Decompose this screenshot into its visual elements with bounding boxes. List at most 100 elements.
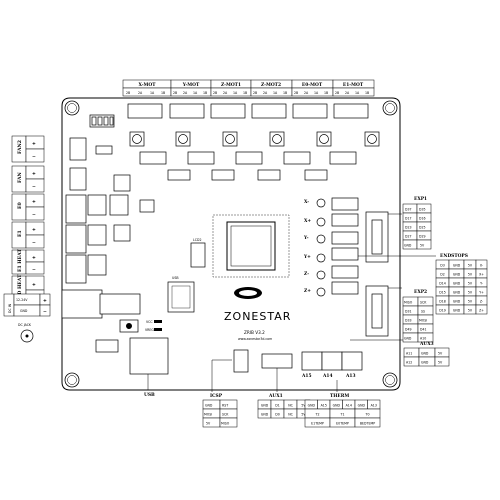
e1-mot-connector: [333, 103, 369, 119]
z-mot2-pin: 1A: [273, 91, 278, 95]
icsp-pin: MISO: [221, 422, 230, 426]
icsp-table: ICSP GND RST MOSI SCK 5V MISO: [202, 394, 238, 428]
exp1-pin: D16: [419, 217, 426, 221]
trimpot-knob: [367, 134, 377, 144]
trimpot-knob: [272, 134, 282, 144]
z-mot1-pin: 2A: [223, 91, 228, 95]
endstops-pin: GND: [453, 282, 461, 286]
exp2-pin: D41: [420, 328, 427, 332]
driver-trimpots: [129, 131, 380, 147]
exp1-pin: D35: [419, 208, 426, 212]
e1-heat-terminal: [65, 224, 87, 254]
lcd2-header: [190, 242, 206, 268]
endstops-pin: D2: [440, 273, 444, 277]
therm-connector: [301, 351, 323, 371]
endstops-pin: D14: [439, 282, 446, 286]
e1-heat-minus: −: [32, 268, 36, 273]
mounting-hole: [382, 100, 398, 116]
y-mot-pin: 2B: [173, 91, 177, 95]
exp1-pin: D23: [405, 226, 412, 230]
motor-header-labels: X-MOT 2B 2A 1A 1B Y-MOT 2B 2A 1A 1B Z-MO…: [122, 79, 375, 97]
exp2-pin: GND: [404, 337, 412, 341]
exp1-table: EXP1 D37 D35 D17 D16 D23 D25 D27 D29 GND…: [402, 197, 432, 250]
mosfet: [87, 224, 107, 246]
endstops-pin: 5V: [468, 309, 473, 313]
aux1-pin: GND: [261, 404, 269, 408]
e0-mot-connector: [292, 103, 328, 119]
y-mot-pin: 1A: [193, 91, 198, 95]
reset-button-icon: [126, 323, 132, 329]
mcu-pins: [212, 214, 290, 278]
brand-label: ZONESTAR: [224, 310, 291, 323]
endstops-pin: Z-: [480, 300, 483, 304]
top-left-area: [89, 114, 115, 155]
mosfet: [87, 254, 107, 276]
z-mot2-connector: [251, 103, 287, 119]
mosfet-small: [113, 174, 131, 192]
endstops-pin: D3: [440, 264, 444, 268]
icsp-pin: SCK: [222, 413, 229, 417]
power-jack-on-board: [99, 293, 141, 315]
z-mot1-title: Z-MOT1: [221, 83, 241, 88]
exp1-title: EXP1: [414, 197, 427, 202]
exp2-pin: D33: [405, 319, 412, 323]
mounting-hole: [67, 103, 77, 113]
axis-label: X+: [304, 219, 311, 224]
z-mot1-pin: 1A: [233, 91, 238, 95]
therm-pin: T1: [340, 413, 345, 417]
e0-label: E0: [17, 202, 23, 209]
trimpot-knob: [178, 134, 188, 144]
therm-pin: A15: [321, 404, 327, 408]
endstops-pin: Y+: [479, 291, 484, 295]
fan-plus: +: [32, 171, 36, 177]
endstop-connector: [331, 247, 359, 261]
vcc-label: VCC: [146, 320, 153, 324]
power-labels: DC IN 12-24V + GND − DC JACK: [3, 293, 51, 343]
exp2-pin: D49: [405, 328, 412, 332]
endstops-pin: D18: [439, 300, 446, 304]
e1-mot-pins-box: [332, 87, 375, 97]
e1-label: E1: [17, 230, 23, 237]
model-label: ZRIB V3.2: [244, 330, 265, 335]
aux1-pin: NC: [288, 413, 293, 417]
axis-label: X-: [304, 200, 309, 205]
bed-heat-plus: +: [32, 282, 36, 288]
therm-connector: [321, 351, 343, 371]
icsp-pin: GND: [205, 404, 213, 408]
switch: [316, 198, 326, 208]
aux1-pin: D1: [275, 404, 279, 408]
trimpot-knob: [319, 134, 329, 144]
usb-port: [129, 337, 169, 375]
e1-heat-plus: +: [32, 255, 36, 261]
e1-heat-label: E1 HEAT: [17, 249, 23, 272]
therm-pin: GND: [358, 404, 366, 408]
dc-jack-pin-icon: [25, 334, 29, 338]
mosfet: [109, 194, 129, 216]
e0-mot-pin: 1A: [314, 91, 319, 95]
e0-plus: +: [32, 199, 36, 205]
e0-mot-pin: 2B: [294, 91, 298, 95]
power-terminal: [61, 289, 103, 319]
dip-switch-pin: [103, 116, 109, 126]
aux1-header: [261, 353, 293, 369]
driver-chip: [304, 169, 328, 181]
driver-chip: [167, 169, 191, 181]
motor-connectors: [127, 103, 369, 119]
endstops-pin: Y-: [480, 282, 483, 286]
endstops-title: ENDSTOPS: [440, 254, 468, 259]
mounting-hole: [382, 372, 398, 388]
dip-switch-pin: [97, 116, 103, 126]
therm-cell: [354, 417, 381, 428]
usb-chip-inner: [171, 285, 191, 309]
z-mot1-pin: 2B: [213, 91, 217, 95]
minus-sign: −: [43, 310, 47, 315]
driver-chips: [139, 151, 357, 181]
x-mot-pin: 1B: [161, 91, 165, 95]
aux1-pin: D0: [275, 413, 279, 417]
mounting-hole: [64, 100, 80, 116]
driver-chip: [211, 169, 235, 181]
therm-pin: BEDTEMP: [360, 422, 375, 426]
left-power-section: [61, 137, 155, 319]
